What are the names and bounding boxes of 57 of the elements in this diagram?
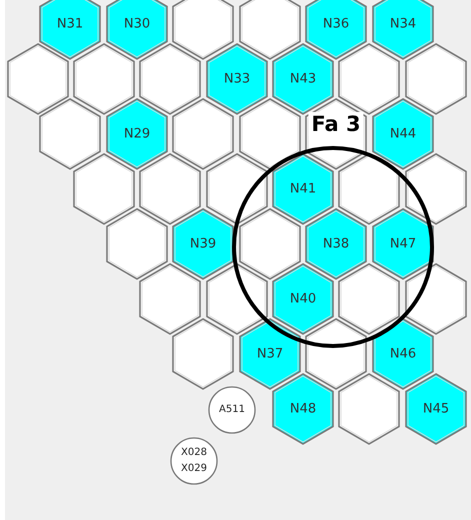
hexagon-cell [172,98,234,170]
hexagon-cell [405,43,467,115]
cell-label: N34 [388,16,418,32]
hexagon-cell [106,208,168,280]
cell-label: N46 [388,346,418,362]
cell-label: N38 [322,236,350,252]
highlighted-hexagon-cell [305,0,367,60]
highlighted-hexagon-cell [272,153,334,225]
circle-label: X028 X029 [180,446,208,476]
hexagon-cell [239,98,301,170]
hexagon-cell [139,153,201,225]
hexagon-cell [405,153,467,225]
connector-circle [208,386,256,434]
highlighted-hexagon-cell [272,43,334,115]
highlighted-hexagon-cell [106,98,168,170]
cell-label: N47 [388,236,418,252]
cell-label: N30 [122,16,152,32]
hexagon-cell [338,43,400,115]
hexagon-cell [139,263,201,335]
cell-label: N37 [256,346,284,362]
highlighted-hexagon-cell [239,318,301,390]
cell-label: N45 [422,402,450,416]
connector-circle [170,437,218,485]
highlighted-hexagon-cell [405,373,467,445]
hexagon-cell [338,373,400,445]
highlighted-hexagon-cell [206,43,268,115]
hexagon-cell [239,208,301,280]
highlighted-hexagon-cell [305,208,367,280]
hexagon-cell [172,318,234,390]
highlighted-hexagon-cell [272,373,334,445]
hexagon-cell [73,43,135,115]
cell-label: N40 [288,292,318,306]
circle-label: A511 [218,403,246,417]
highlighted-hexagon-cell [172,208,234,280]
cell-label: N48 [288,402,318,416]
cell-label: N29 [122,126,152,142]
highlighted-hexagon-cell [39,0,101,60]
hexagon-cell [139,43,201,115]
cell-label: N36 [322,16,350,32]
hexagon-cell [39,98,101,170]
hexagon-cell [172,0,234,60]
cell-label: N44 [388,126,418,142]
hexagon-cell [239,0,301,60]
hexagon-cell [405,263,467,335]
cell-label: N31 [56,16,84,32]
cell-label: N39 [188,236,218,252]
highlighted-hexagon-cell [272,263,334,335]
cell-label: N33 [222,72,252,86]
hexagon-cell [73,153,135,225]
hexagon-cell [338,263,400,335]
cell-label: N43 [288,72,318,86]
highlighted-hexagon-cell [106,0,168,60]
highlighted-hexagon-cell [372,98,434,170]
cell-label: N41 [288,182,318,196]
highlighted-hexagon-cell [372,0,434,60]
hexagon-cell [338,153,400,225]
hexagon-cell [7,43,69,115]
